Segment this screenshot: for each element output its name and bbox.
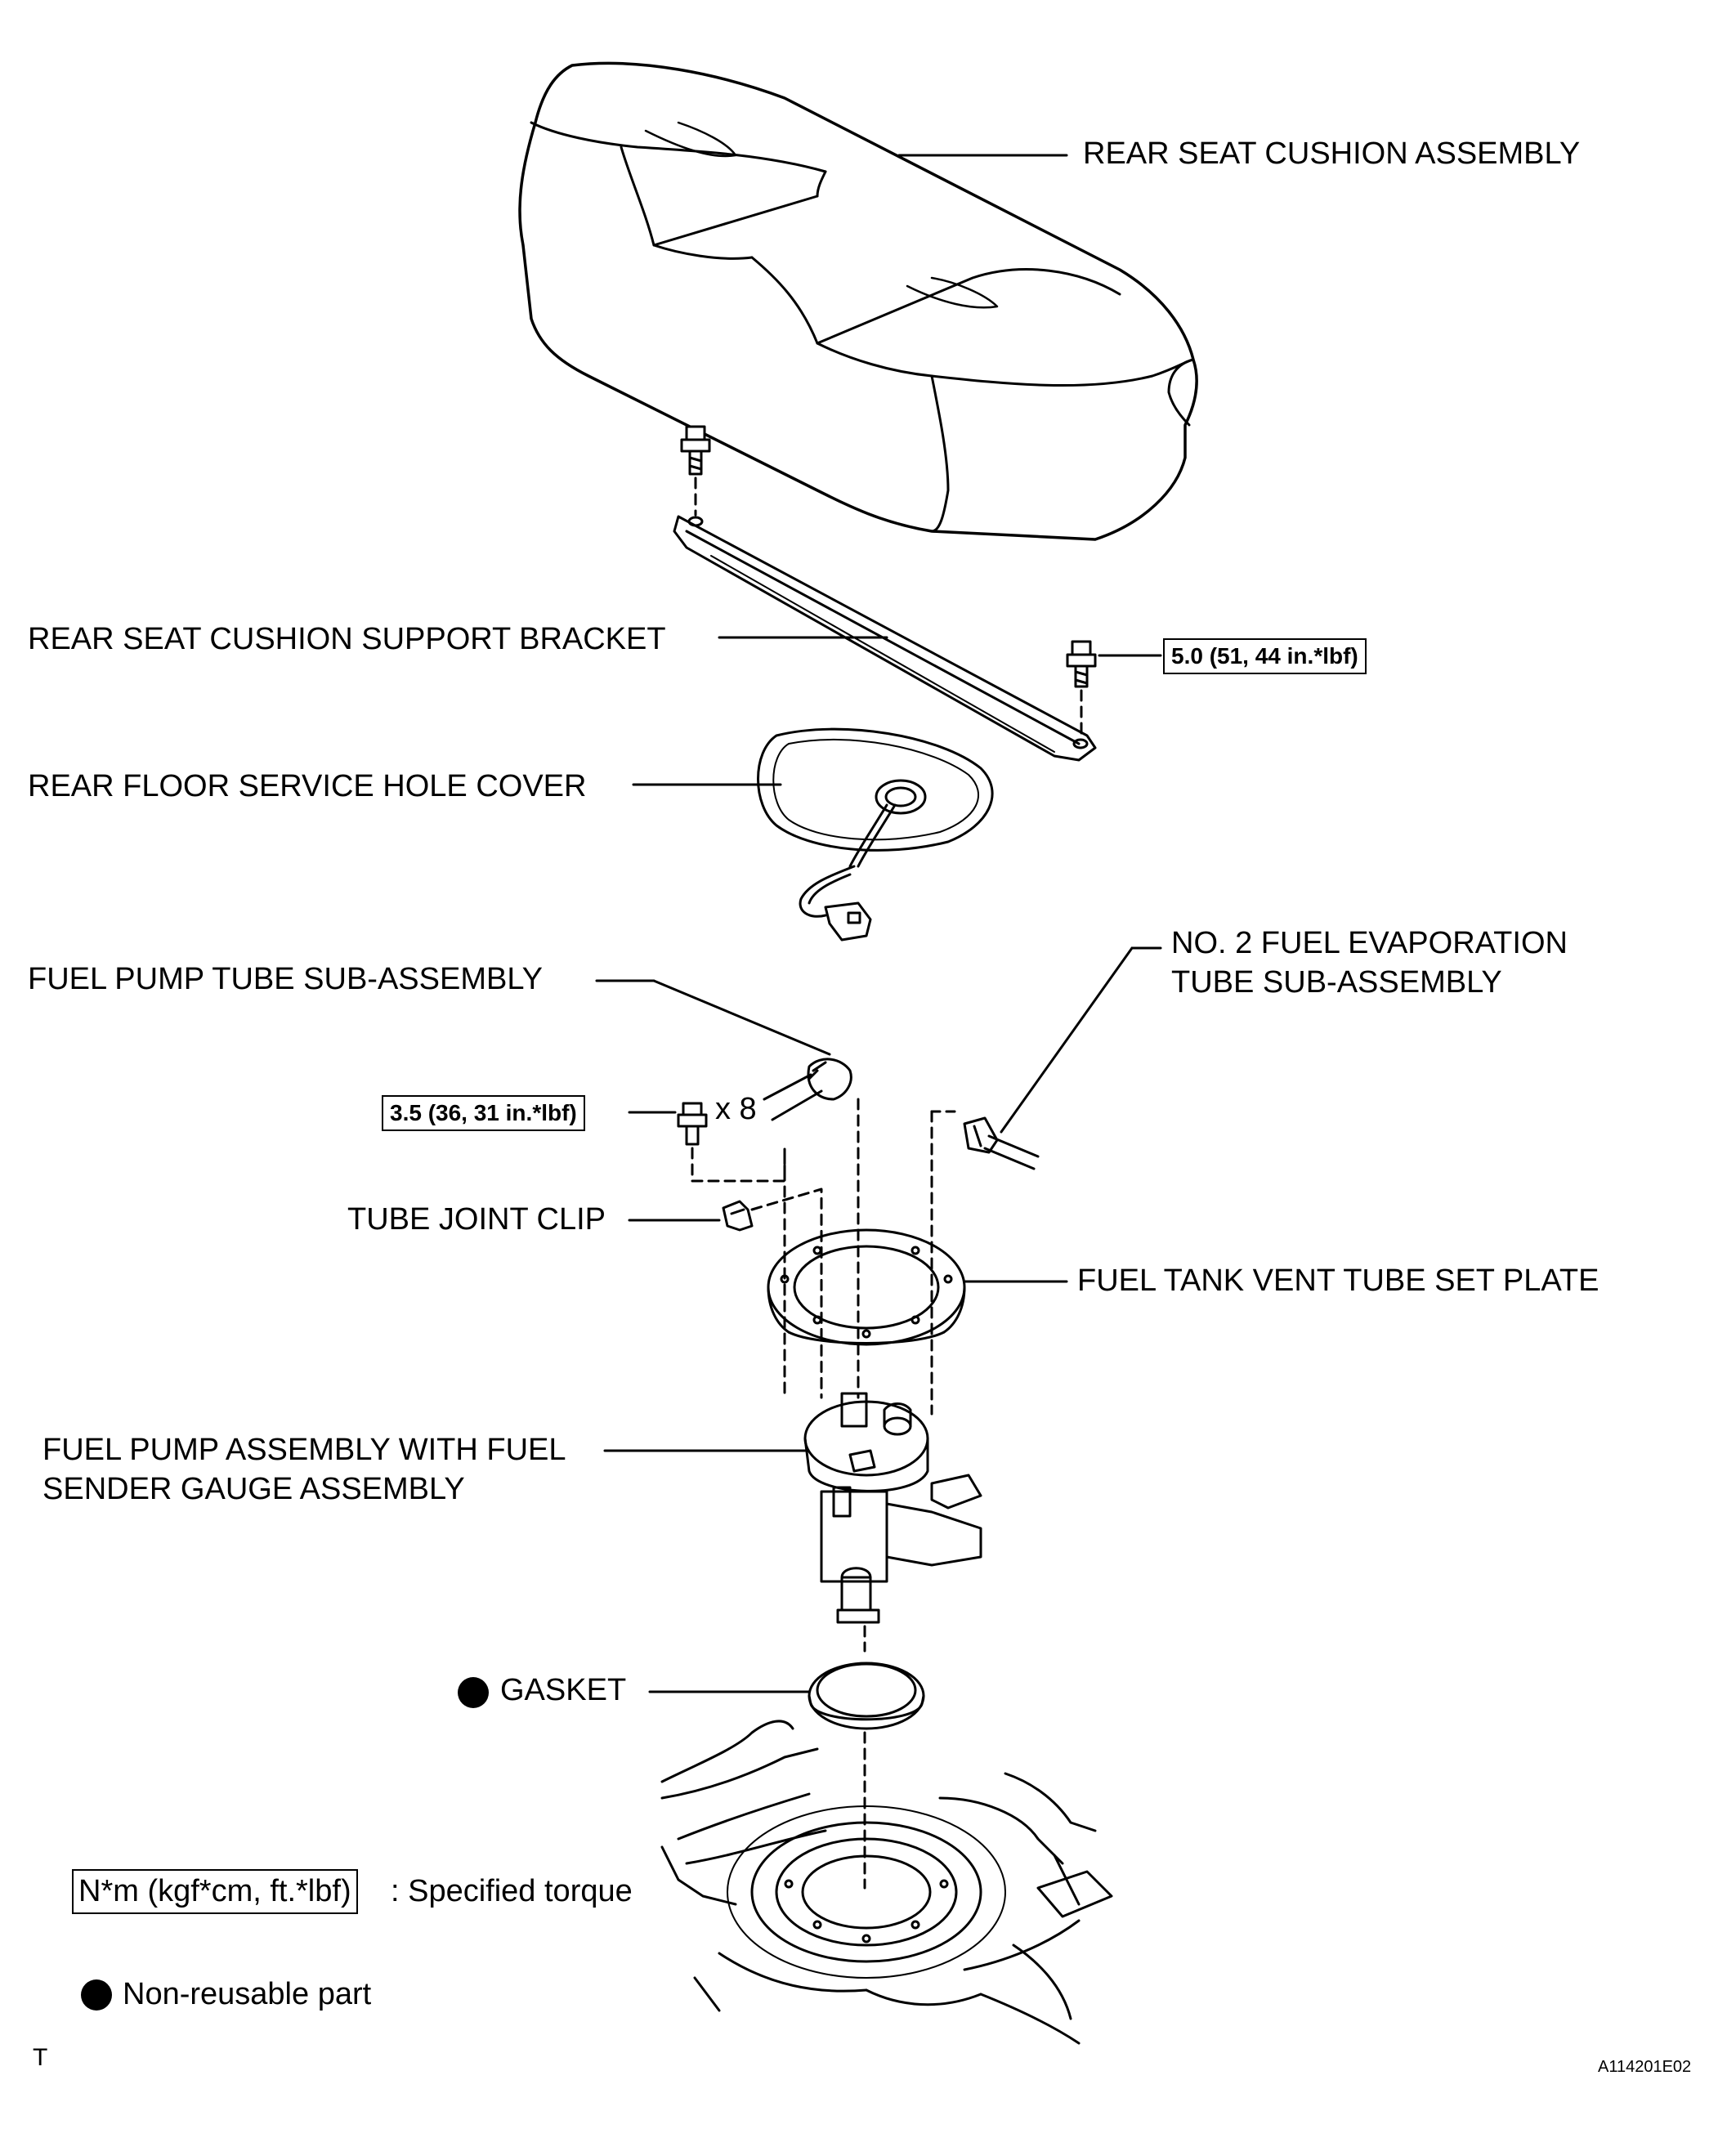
label-rear-seat-cushion-support-bracket: REAR SEAT CUSHION SUPPORT BRACKET [28,622,666,656]
label-rear-seat-cushion-assembly: REAR SEAT CUSHION ASSEMBLY [1083,136,1581,171]
label-gasket: GASKET [500,1673,627,1707]
leader-fuel-pump-tube-slant [652,979,831,1056]
dashed-clip-path [750,1188,823,1399]
legend-non-reusable-text: Non-reusable part [123,1977,372,2011]
tube-joint-clip-drawing [722,1200,754,1232]
gasket-drawing [808,1662,925,1730]
fuel-pump-tube-drawing [763,1058,852,1121]
fuel-tank-floor-drawing [660,1720,1113,2045]
fuel-pump-assembly-drawing [803,1392,982,1624]
torque-spec-plate-bolts: 3.5 (36, 31 in.*lbf) [382,1095,585,1131]
label-rear-floor-service-hole-cover: REAR FLOOR SERVICE HOLE COVER [28,769,587,803]
legend-torque-box: N*m (kgf*cm, ft.*lbf) [72,1869,358,1914]
fuel-tank-vent-tube-set-plate-drawing [767,1228,966,1346]
rear-seat-cushion-drawing [518,61,1198,541]
figure-id: A114201E02 [1598,2058,1692,2076]
label-fuel-pump-assembly-line2: SENDER GAUGE ASSEMBLY [43,1472,465,1506]
leader-no2-evap-tube-slant [1000,946,1134,1134]
footer-left-code: T [33,2044,48,2071]
bracket-bolt-right [1066,640,1097,688]
torque-spec-bracket-bolt: 5.0 (51, 44 in.*lbf) [1163,638,1367,674]
bracket-bolt-top [680,425,711,476]
label-no2-fuel-evap-tube-line2: TUBE SUB-ASSEMBLY [1171,965,1502,1000]
rear-floor-service-hole-cover-drawing [757,727,994,942]
label-tube-joint-clip: TUBE JOINT CLIP [347,1202,606,1237]
label-fuel-tank-vent-tube-set-plate: FUEL TANK VENT TUBE SET PLATE [1077,1264,1600,1298]
non-reusable-bullet-legend [81,1979,112,2011]
non-reusable-bullet-gasket [458,1677,489,1708]
label-fuel-pump-tube-sub-assembly: FUEL PUMP TUBE SUB-ASSEMBLY [28,962,543,996]
label-bolt-count: x 8 [715,1092,757,1126]
label-no2-fuel-evap-tube-line1: NO. 2 FUEL EVAPORATION [1171,926,1568,960]
dashed-plate-bolt-path [691,1147,786,1399]
no2-fuel-evaporation-tube-drawing [963,1116,1040,1170]
plate-bolt [677,1102,708,1146]
legend-torque-text: : Specified torque [391,1874,633,1908]
label-fuel-pump-assembly-line1: FUEL PUMP ASSEMBLY WITH FUEL [43,1433,566,1467]
